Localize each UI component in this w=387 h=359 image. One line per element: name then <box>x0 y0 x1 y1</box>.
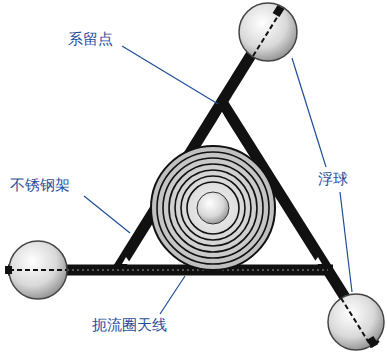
float-ball <box>9 3 384 350</box>
callout-label: 系留点 <box>68 30 113 48</box>
leader-line <box>84 46 352 314</box>
callout-label: 浮球 <box>318 170 348 188</box>
frame-end <box>5 7 375 346</box>
callout-label: 扼流圈天线 <box>92 316 167 334</box>
choke-ring-antenna <box>151 146 275 270</box>
callout-label: 不锈钢架 <box>10 176 70 194</box>
float-axis <box>9 8 371 346</box>
steel-frame <box>8 10 375 345</box>
